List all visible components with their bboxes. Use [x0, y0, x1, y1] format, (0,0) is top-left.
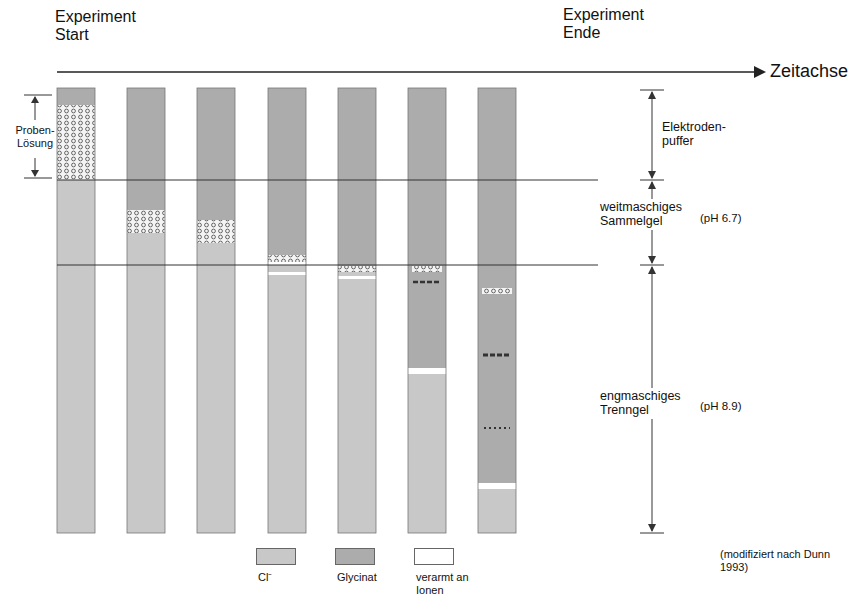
glycinate-zone [57, 88, 95, 105]
dimension-head [648, 171, 656, 179]
glycinate-zone [338, 88, 376, 266]
protein-band [412, 266, 442, 272]
protein-band [483, 354, 511, 357]
depleted-zone [478, 483, 516, 489]
protein-band [413, 281, 441, 284]
dimension-line [652, 92, 653, 178]
legend-text: Glycinat [337, 571, 377, 584]
legend-swatch [335, 548, 375, 565]
dimension-head [648, 256, 656, 264]
legend-swatch [256, 548, 296, 565]
zone-label: Elektroden- puffer [662, 120, 726, 149]
glycinate-zone [197, 88, 235, 220]
ph-label: (pH 8.9) [700, 400, 742, 413]
glycinate-zone [268, 88, 306, 255]
dimension-head [648, 91, 656, 99]
time-end-label: Experiment Ende [563, 6, 644, 43]
gel-tube [408, 88, 446, 533]
tube-outline [57, 88, 95, 533]
zone-label: weitmaschiges Sammelgel [598, 199, 684, 230]
sample-stack [338, 266, 376, 272]
time-axis [57, 71, 756, 72]
glycinate-zone [478, 88, 516, 483]
zone-boundary [57, 265, 598, 266]
bracket-head [31, 170, 39, 177]
depleted-zone [408, 368, 446, 374]
chloride-zone [338, 88, 376, 533]
depleted-zone [268, 272, 306, 275]
protein-band [482, 288, 512, 294]
legend-swatch [414, 548, 454, 565]
tube-outline [268, 88, 306, 533]
zone-boundary [57, 180, 598, 181]
gel-tube [197, 88, 235, 533]
tube-outline [127, 88, 165, 533]
bracket-head [31, 96, 39, 103]
sample-zone [197, 220, 235, 243]
depleted-zone [338, 276, 376, 279]
gel-tube [338, 88, 376, 533]
sample-stack [268, 255, 306, 262]
gel-tube [127, 88, 165, 533]
bracket-tick [24, 178, 52, 179]
tube-outline [408, 88, 446, 533]
dimension-head [648, 524, 656, 532]
zone-label: engmaschiges Trenngel [598, 388, 683, 419]
sample-label: Proben- Lösung [12, 124, 58, 149]
chloride-zone [478, 88, 516, 533]
dimension-tick [640, 265, 664, 266]
ph-label: (pH 6.7) [700, 212, 742, 225]
gel-tube [57, 88, 95, 533]
chloride-zone [127, 88, 165, 533]
sample-zone [57, 105, 95, 180]
dimension-tick [640, 90, 664, 91]
dimension-head [648, 181, 656, 189]
source-note: (modifiziert nach Dunn 1993) [720, 548, 850, 573]
chloride-zone [197, 88, 235, 533]
dimension-tick [640, 180, 664, 181]
glycinate-zone [127, 88, 165, 210]
tube-outline [478, 88, 516, 533]
gel-tube [478, 88, 516, 533]
legend-text: verarmt an Ionen [416, 571, 470, 596]
legend-text: Cl⁻ [258, 571, 272, 584]
chloride-zone [57, 88, 95, 533]
bracket-tick [24, 95, 52, 96]
sample-zone [127, 210, 165, 233]
sample-bracket [24, 95, 52, 178]
dimension-tick [640, 533, 664, 534]
chloride-zone [268, 88, 306, 533]
protein-band [484, 427, 510, 429]
tube-outline [338, 88, 376, 533]
time-axis-head [754, 66, 766, 78]
tube-outline [197, 88, 235, 533]
glycinate-zone [408, 88, 446, 368]
chloride-zone [408, 88, 446, 533]
zone-dimension [640, 90, 664, 533]
time-start-label: Experiment Start [55, 8, 136, 45]
gel-tube [268, 88, 306, 533]
axis-label: Zeitachse [770, 61, 848, 82]
dimension-head [648, 266, 656, 274]
